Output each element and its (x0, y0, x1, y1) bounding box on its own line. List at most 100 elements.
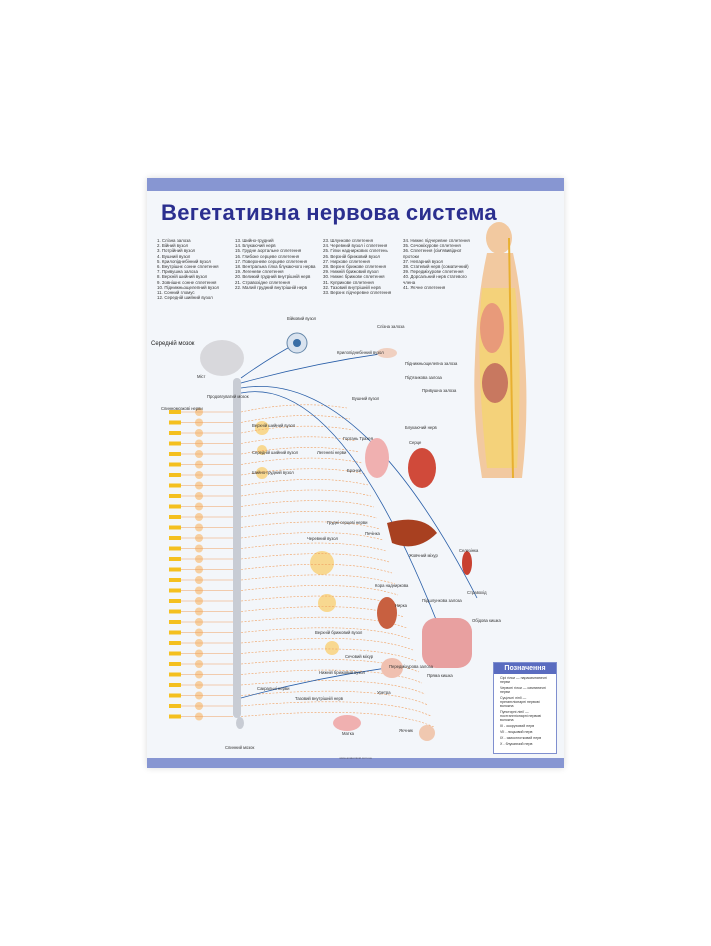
list-item: 32. Тазовий внутрішній нерв (323, 284, 381, 290)
label-sublingual: Під'язикова залоза (405, 375, 442, 380)
label-urethra: Уретра (377, 690, 391, 695)
spinal-nerve (169, 599, 181, 603)
label-mid-cerv: Середній шийний вузол (252, 450, 299, 455)
ganglion (257, 445, 267, 455)
spinal-nerve (169, 683, 181, 687)
label-rectum: Пряма кишка (427, 673, 453, 678)
label-inf-mes: Нижній брижовий вузол (319, 670, 365, 675)
label-spinal-nerves: Спинномозкові нерви (161, 406, 203, 411)
spinal-nerve (169, 441, 181, 446)
list-item: 34. Нижнє підчеревне сплетення (403, 238, 470, 243)
brain-spinal-cord (200, 340, 244, 729)
sympathetic-nerve (240, 447, 360, 455)
spinal-nerve (169, 483, 181, 488)
nervous-system-diagram (169, 222, 527, 741)
spinal-nerve (169, 452, 181, 456)
sympathetic-nerve (240, 479, 369, 486)
label-pelvic: Тазовий внутрішній нерв (295, 696, 344, 701)
list-item: 19. Легеневе сплетення (235, 269, 284, 275)
legend-item: X - блукаючий нерв (500, 742, 533, 746)
list-item: 25. Гілки надниркових сплетень (323, 248, 388, 254)
sympathetic-nerve (240, 585, 399, 596)
sympathetic-nerve (240, 457, 363, 465)
list-item: 24. Черевний вузол і сплетення (323, 243, 388, 249)
spinal-nerve (169, 515, 181, 519)
parasympathetic-nerve (240, 667, 388, 699)
spinal-nerve (169, 693, 181, 698)
label-ptery: Крилопіднебінний вузол (337, 350, 384, 355)
spinal-nerve (169, 431, 181, 435)
sympathetic-nerve (240, 404, 348, 413)
spinal-nerve (169, 588, 181, 593)
spinal-nerve (169, 420, 181, 425)
bottom-band (147, 758, 564, 768)
body-figure (474, 222, 527, 479)
sympathetic-nerve (240, 489, 372, 497)
legend-item: Червоні гілки — симпатичні нерви (500, 686, 546, 694)
list-item: 41. Яєчне сплетення (403, 284, 446, 290)
spinal-nerve (169, 662, 181, 666)
list-item: 1. Слізна залоза (157, 238, 191, 243)
list-item: 4. Вушний вузол (157, 253, 191, 259)
sympathetic-nerve (240, 510, 378, 519)
sympathetic-nerve (240, 574, 396, 585)
list-item: 17. Поверхневе серцеве сплетення (235, 258, 308, 264)
list-item: 12. Середній шийний вузол (157, 295, 213, 301)
sympathetic-nerve (240, 563, 393, 574)
label-spleen: Селезінка (459, 548, 479, 553)
spinal-nerve (169, 504, 181, 509)
list-item: 36. Сплетення (сім'явивідної протоки (403, 248, 462, 259)
label-ovary: Яєчник (399, 728, 413, 733)
sympathetic-nerve (240, 669, 423, 684)
list-item: 15. Грудне аортальне сплетення (235, 248, 302, 254)
label-parotid: Привушна залоза (422, 388, 457, 393)
sympathetic-nerve (240, 521, 381, 530)
list-item: 8. Верхній шийний вузол (157, 274, 208, 280)
sympathetic-nerve (240, 680, 426, 695)
label-stomach: Жовчний міхур (409, 553, 438, 558)
sympathetic-nerve (240, 415, 351, 423)
legend-item: Сірі гілки — парасимпатичні нерви (500, 676, 547, 684)
poster-title: Вегетативна нервова система (161, 200, 497, 225)
legend-item: Пунктирні лінії — постгангліонарні нерво… (500, 710, 542, 722)
label-ciliary: Війковий вузол (287, 316, 317, 321)
sympathetic-nerve (240, 659, 420, 673)
list-item: 29. Нижній брижовий вузол (323, 269, 379, 275)
ganglion (318, 594, 336, 612)
label-larynx: Гортань Трахея (343, 436, 374, 441)
list-item: 16. Глибоке серцеве сплетення (235, 253, 300, 259)
label-sup-mes: Верхній брижовий вузол (315, 630, 363, 635)
list-item: 40. Дорсальний нерв статевого члена (403, 274, 467, 285)
ganglion (325, 641, 339, 655)
parasympathetic-nerve (240, 386, 478, 599)
label-submand: Піднижньощелепна залоза (405, 361, 458, 366)
spinal-nerve (169, 651, 181, 656)
list-item: 28. Верхнє брижове сплетення (323, 264, 386, 270)
label-heart: Серце (409, 440, 422, 445)
spinal-nerve (169, 630, 181, 635)
sympathetic-nerve (240, 500, 375, 508)
list-item: 9. Зовнішнє сонне сплетення (157, 279, 217, 285)
nerve-lines (181, 342, 478, 728)
list-item: 18. Вентральна гілка блукаючого нерва (235, 264, 316, 270)
list-item: 35. Сечоміхурове сплетення (403, 243, 461, 249)
spinal-nerve (169, 567, 181, 572)
spinal-nerve (169, 494, 181, 498)
label-uterus: Матка (342, 731, 354, 736)
label-sup-cerv: Верхній шийний вузол (252, 423, 296, 428)
spinal-nerve (169, 609, 181, 614)
list-item: 27. Нирхове сплетення (323, 258, 370, 264)
label-pons: Міст (197, 374, 206, 379)
spinal-nerve (169, 578, 181, 582)
list-item: 11. Сонний гломус (157, 290, 195, 296)
label-sacral: Сакральні нерви (257, 686, 290, 691)
spinal-nerve (169, 546, 181, 551)
ganglion (256, 467, 268, 479)
label-intestine: Обідова кишка (472, 618, 501, 623)
label-esoph: Стравохід (467, 590, 487, 595)
spinal-nerve (169, 462, 181, 467)
parasympathetic-nerve (240, 352, 388, 384)
spinal-nerve (169, 641, 181, 645)
